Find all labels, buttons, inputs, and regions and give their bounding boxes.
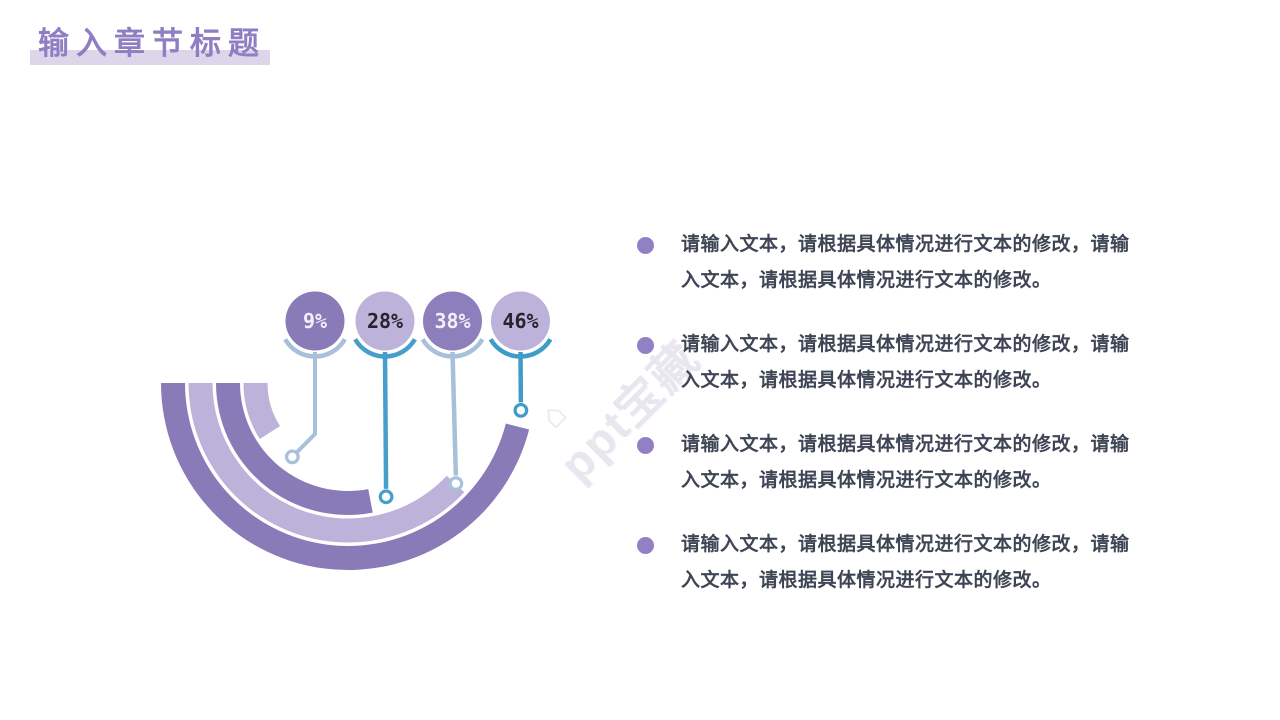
- bullet-dot-icon: [637, 337, 654, 354]
- list-item[interactable]: 请输入文本，请根据具体情况进行文本的修改，请输入文本，请根据具体情况进行文本的修…: [637, 527, 1147, 599]
- list-item[interactable]: 请输入文本，请根据具体情况进行文本的修改，请输入文本，请根据具体情况进行文本的修…: [637, 327, 1147, 399]
- ring-marker-38%: [448, 476, 464, 491]
- smile-arc-38%: [420, 338, 485, 359]
- list-item[interactable]: 请输入文本，请根据具体情况进行文本的修改，请输入文本，请根据具体情况进行文本的修…: [637, 227, 1147, 299]
- connector-38%: [450, 351, 459, 476]
- bullet-list: 请输入文本，请根据具体情况进行文本的修改，请输入文本，请根据具体情况进行文本的修…: [637, 227, 1147, 627]
- bullet-dot-icon: [637, 537, 654, 554]
- smile-arc-46%: [488, 338, 553, 359]
- connector-9%: [295, 352, 317, 454]
- ring-marker-28%: [378, 489, 394, 505]
- radial-arc-chart: 9% 28% 38% 46%: [161, 291, 553, 571]
- bullet-text[interactable]: 请输入文本，请根据具体情况进行文本的修改，请输入文本，请根据具体情况进行文本的修…: [681, 234, 1130, 291]
- percent-label-9%: 9%: [303, 309, 327, 333]
- smile-arc-28%: [353, 338, 417, 359]
- arc-band-28%: [216, 383, 373, 515]
- ring-marker-9%: [284, 449, 300, 465]
- bullet-text[interactable]: 请输入文本，请根据具体情况进行文本的修改，请输入文本，请根据具体情况进行文本的修…: [681, 534, 1130, 591]
- percent-label-28%: 28%: [367, 309, 403, 333]
- arc-band-38%: [188, 383, 465, 543]
- page-title[interactable]: 输入章节标题: [38, 26, 266, 61]
- smile-arc-9%: [283, 338, 347, 359]
- percent-bubble-9%[interactable]: [285, 291, 345, 351]
- percent-label-38%: 38%: [434, 309, 470, 333]
- bullet-text[interactable]: 请输入文本，请根据具体情况进行文本的修改，请输入文本，请根据具体情况进行文本的修…: [681, 334, 1130, 391]
- percent-bubble-28%[interactable]: [355, 291, 415, 351]
- bullet-dot-icon: [637, 237, 654, 254]
- connector-28%: [382, 351, 389, 489]
- arc-band-46%: [161, 383, 530, 571]
- list-item[interactable]: 请输入文本，请根据具体情况进行文本的修改，请输入文本，请根据具体情况进行文本的修…: [637, 427, 1147, 499]
- ring-marker-46%: [513, 402, 529, 418]
- bullet-text[interactable]: 请输入文本，请根据具体情况进行文本的修改，请输入文本，请根据具体情况进行文本的修…: [681, 434, 1130, 491]
- title-underline-bar: [30, 50, 270, 65]
- percent-bubble-38%[interactable]: [423, 291, 482, 351]
- arc-band-9%: [243, 383, 281, 439]
- percent-bubble-46%[interactable]: [491, 291, 550, 351]
- percent-label-46%: 46%: [502, 309, 538, 333]
- bullet-dot-icon: [637, 437, 654, 454]
